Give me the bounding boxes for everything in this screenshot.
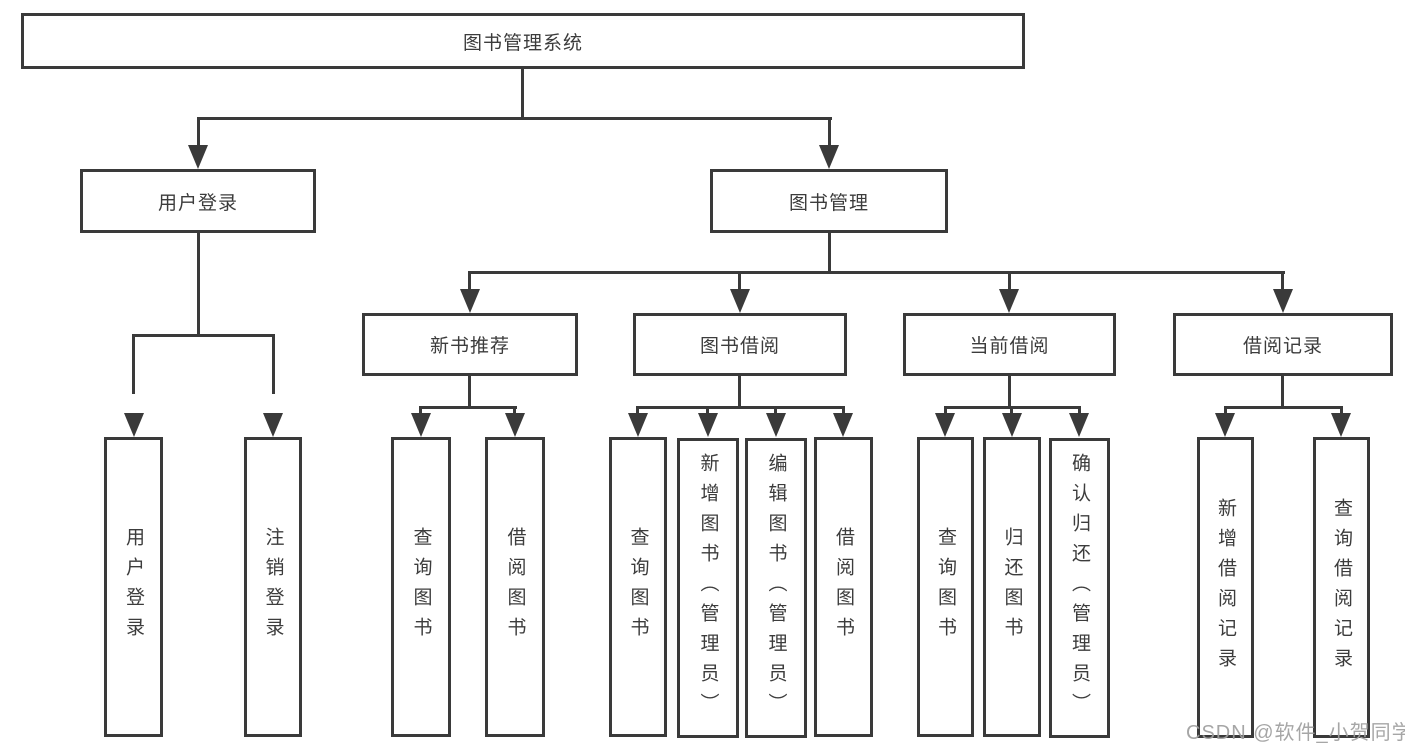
arrow-down-icon [1215,413,1235,437]
leaf-bb-borrow-book: 借阅图书 [814,437,873,737]
arrow-down-icon [833,413,853,437]
leaf-bb-add-book: 新增图书（管理员） [677,438,739,738]
connector-line [1281,376,1284,409]
leaf-bb-add-book-label: 新增图书（管理员） [697,453,719,723]
node-current-borrow-label: 当前借阅 [969,336,1050,357]
leaf-logout: 注销登录 [244,437,302,737]
leaf-rec-query-book-label: 查询图书 [410,527,432,647]
leaf-rec-borrow-book-label: 借阅图书 [504,527,526,647]
connector-line [1008,376,1011,409]
arrow-down-icon [1273,289,1293,313]
node-borrow-records-label: 借阅记录 [1242,336,1323,357]
arrow-down-icon [819,145,839,169]
connector-line [636,406,639,416]
leaf-br-add-record-label: 新增借阅记录 [1215,497,1236,678]
connector-line [738,271,741,291]
node-new-book-rec: 新书推荐 [362,313,578,376]
leaf-bb-query-book: 查询图书 [609,437,667,737]
node-root: 图书管理系统 [21,13,1025,69]
arrow-down-icon [698,413,718,437]
node-current-borrow: 当前借阅 [903,313,1116,376]
leaf-bb-edit-book: 编辑图书（管理员） [745,438,807,738]
node-borrow-records: 借阅记录 [1173,313,1393,376]
connector-line [828,117,831,147]
connector-line [1078,406,1081,416]
leaf-logout-label: 注销登录 [262,527,284,647]
node-root-label: 图书管理系统 [462,32,583,54]
connector-line [468,376,471,409]
connector-line [828,233,831,274]
connector-line [197,233,200,337]
node-book-mgmt: 图书管理 [710,169,948,233]
node-user-login: 用户登录 [80,169,316,233]
connector-line [419,406,422,416]
connector-line [468,271,1285,274]
connector-line [944,406,947,416]
leaf-rec-borrow-book: 借阅图书 [485,437,545,737]
arrow-down-icon [999,289,1019,313]
connector-line [636,406,845,409]
arrow-down-icon [935,413,955,437]
leaf-br-query-record: 查询借阅记录 [1313,437,1370,738]
connector-line [1340,406,1343,416]
leaf-cb-query-book-label: 查询图书 [935,527,956,647]
node-new-book-rec-label: 新书推荐 [429,336,510,357]
connector-line [419,406,517,409]
leaf-cb-return-book-label: 归还图书 [1001,527,1023,647]
node-book-mgmt-label: 图书管理 [788,192,869,214]
arrow-down-icon [730,289,750,313]
connector-line [738,376,741,409]
arrow-down-icon [124,413,144,437]
leaf-bb-query-book-label: 查询图书 [627,527,649,647]
leaf-cb-confirm-return-label: 确认归还（管理员） [1069,453,1090,723]
leaf-bb-edit-book-label: 编辑图书（管理员） [765,453,787,723]
connector-line [272,334,275,394]
arrow-down-icon [1069,413,1089,437]
node-user-login-label: 用户登录 [157,192,238,214]
arrow-down-icon [263,413,283,437]
arrow-down-icon [411,413,431,437]
leaf-cb-query-book: 查询图书 [917,437,974,737]
connector-line [1010,406,1013,416]
leaf-rec-query-book: 查询图书 [391,437,451,737]
node-book-borrow-label: 图书借阅 [699,336,780,357]
connector-line [1281,271,1284,291]
leaf-cb-confirm-return: 确认归还（管理员） [1049,438,1110,738]
connector-line [132,334,135,394]
leaf-bb-borrow-book-label: 借阅图书 [833,527,854,647]
connector-line [1224,406,1342,409]
connector-line [842,406,845,416]
arrow-down-icon [188,145,208,169]
connector-line [197,117,200,147]
arrow-down-icon [1331,413,1351,437]
connector-line [774,406,777,416]
leaf-user-login-label: 用户登录 [123,527,144,647]
connector-line [468,271,471,291]
arrow-down-icon [766,413,786,437]
connector-line [1224,406,1227,416]
node-book-borrow: 图书借阅 [633,313,847,376]
arrow-down-icon [628,413,648,437]
arrow-down-icon [1002,413,1022,437]
connector-line [521,69,524,120]
leaf-br-add-record: 新增借阅记录 [1197,437,1254,738]
connector-line [513,406,516,416]
csdn-watermark: CSDN @软件_小贺同学 [1186,722,1405,744]
arrow-down-icon [505,413,525,437]
leaf-cb-return-book: 归还图书 [983,437,1041,737]
arrow-down-icon [460,289,480,313]
leaf-user-login: 用户登录 [104,437,163,737]
connector-line [1008,271,1011,291]
connector-line [197,117,832,120]
leaf-br-query-record-label: 查询借阅记录 [1331,497,1352,678]
connector-line [706,406,709,416]
connector-line [132,334,275,337]
